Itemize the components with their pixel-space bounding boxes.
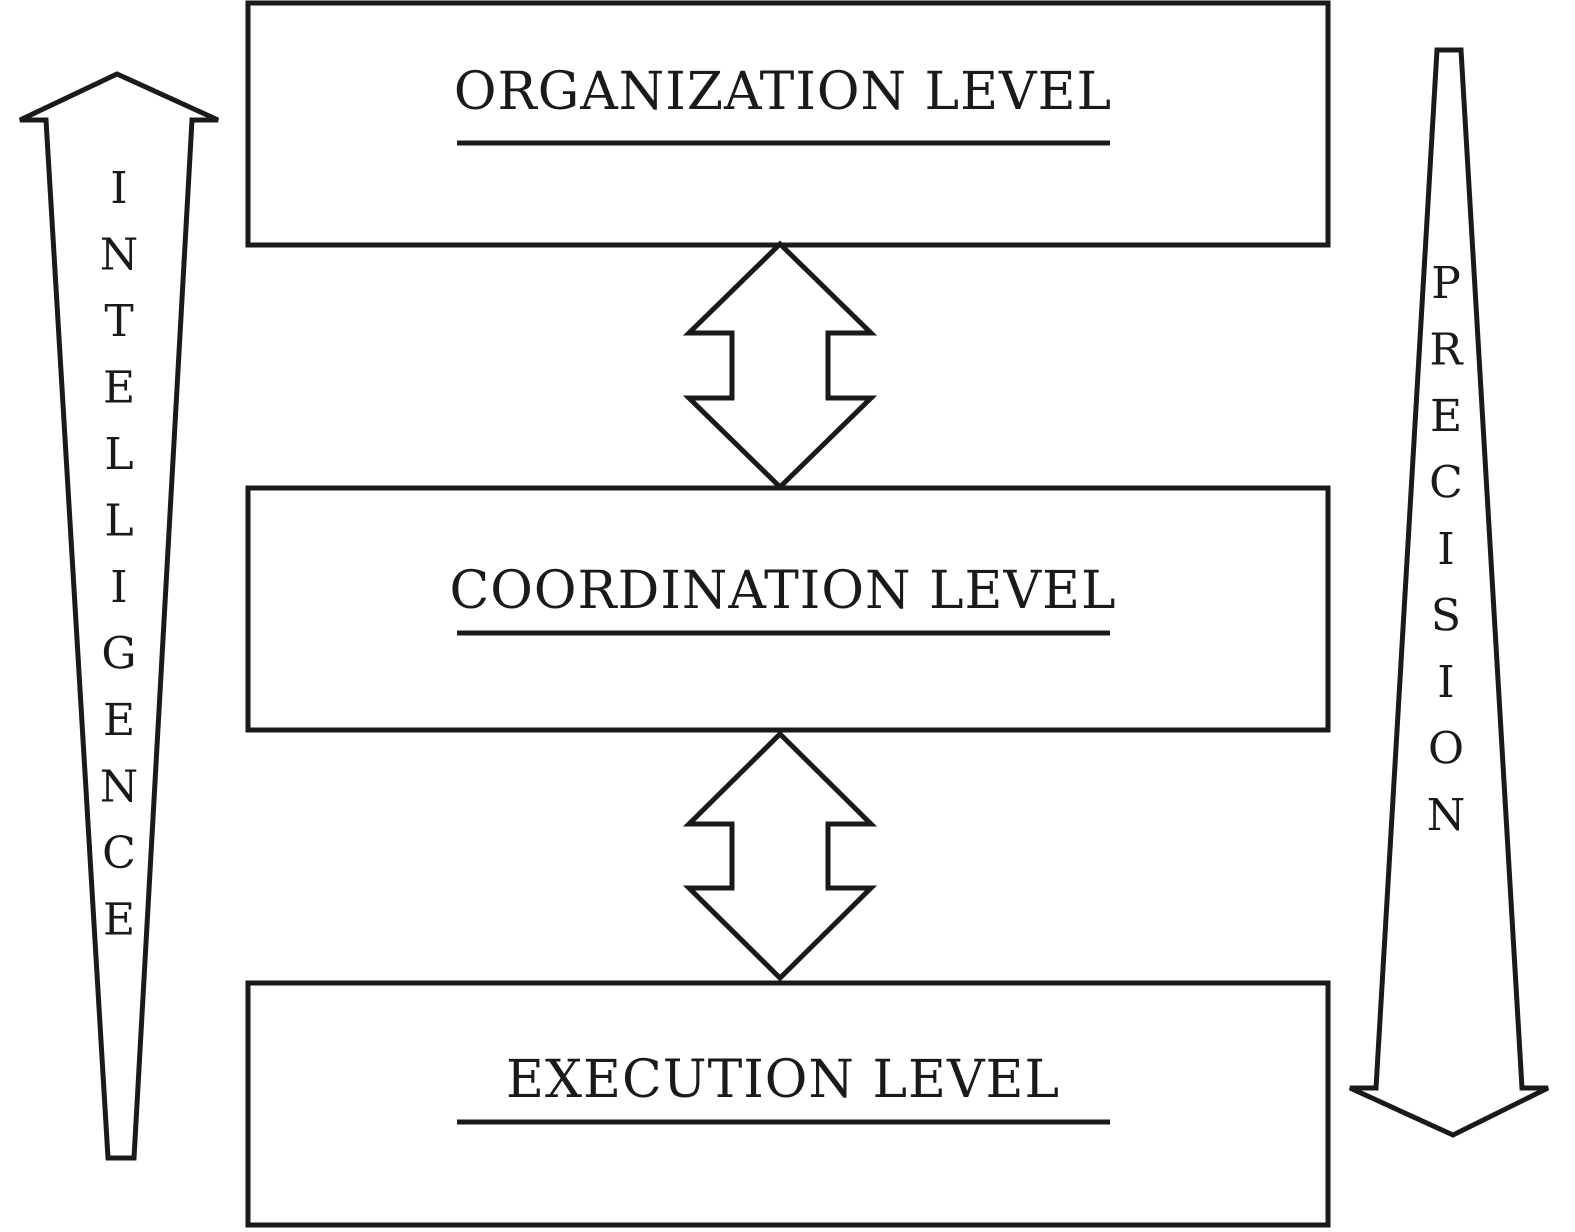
execution-level-box: EXECUTION LEVEL bbox=[245, 980, 1331, 1228]
precision-letter: R bbox=[1429, 325, 1464, 376]
coordination-level-box: COORDINATION LEVEL bbox=[245, 485, 1331, 733]
intelligence-letter: N bbox=[100, 762, 139, 813]
intelligence-letter: T bbox=[104, 296, 133, 347]
precision-letter: S bbox=[1431, 591, 1461, 642]
intelligence-letter: I bbox=[110, 163, 127, 214]
intelligence-letter: E bbox=[103, 363, 135, 414]
precision-letter: P bbox=[1431, 258, 1461, 309]
bidirectional-arrow-top bbox=[682, 240, 878, 491]
precision-letter: E bbox=[1430, 391, 1462, 442]
bidirectional-arrow-bottom bbox=[682, 730, 878, 982]
intelligence-letter: E bbox=[103, 695, 135, 746]
intelligence-letter: L bbox=[104, 429, 133, 480]
intelligence-letter: N bbox=[100, 230, 139, 281]
organization-level-label: ORGANIZATION LEVEL bbox=[454, 62, 1112, 122]
precision-arrow bbox=[1348, 47, 1550, 1138]
precision-letter: C bbox=[1429, 458, 1463, 509]
intelligence-arrow bbox=[18, 71, 220, 1161]
precision-letter: O bbox=[1428, 724, 1464, 775]
intelligence-letter: I bbox=[110, 562, 127, 613]
intelligence-letter: L bbox=[104, 496, 133, 547]
precision-letter: N bbox=[1427, 790, 1466, 841]
precision-letter: I bbox=[1437, 524, 1454, 575]
intelligence-letter: E bbox=[103, 895, 135, 946]
coordination-level-label: COORDINATION LEVEL bbox=[449, 561, 1116, 621]
intelligence-letter: C bbox=[102, 828, 136, 879]
intelligence-letter: G bbox=[101, 629, 136, 680]
execution-level-label: EXECUTION LEVEL bbox=[506, 1050, 1060, 1110]
organization-level-box: ORGANIZATION LEVEL bbox=[245, 0, 1331, 248]
precision-letter: I bbox=[1437, 657, 1454, 708]
